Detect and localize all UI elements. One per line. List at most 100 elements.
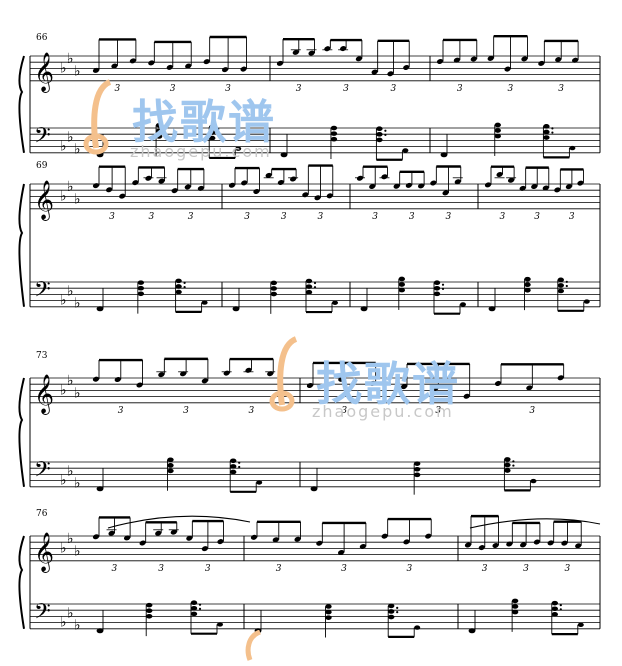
chord-note-head xyxy=(190,600,198,606)
tuplet-number: 3 xyxy=(205,564,211,574)
note-head xyxy=(256,480,263,485)
treble-clef-icon: 𝄞 xyxy=(34,374,54,415)
chord-note-head xyxy=(376,137,383,143)
tuplet-number: 3 xyxy=(343,84,349,94)
note-head xyxy=(96,486,104,492)
tuplet-number: 3 xyxy=(372,212,378,222)
tuplet-number: 3 xyxy=(341,406,347,416)
chord-note-head xyxy=(413,466,421,472)
note-head xyxy=(432,386,439,392)
note-head xyxy=(506,541,513,547)
note-head xyxy=(241,180,248,186)
note-head xyxy=(186,535,193,541)
note-head xyxy=(492,542,499,548)
note-head xyxy=(369,380,376,386)
chord-note-head xyxy=(398,282,405,287)
note-head xyxy=(316,540,323,546)
tuplet-number: 3 xyxy=(406,564,412,574)
chord-note-head xyxy=(504,457,511,462)
flat-icon: ♭ xyxy=(67,531,74,547)
dot xyxy=(565,284,568,288)
bass-clef-icon: 𝄢 xyxy=(34,600,51,630)
brace xyxy=(18,183,25,307)
tuplet-number: 3 xyxy=(435,406,441,416)
dot xyxy=(238,465,241,469)
note-head xyxy=(217,539,224,545)
brace xyxy=(18,377,25,487)
note-head xyxy=(92,67,100,73)
dot xyxy=(396,606,399,609)
note-head xyxy=(332,300,338,305)
chord-note-head xyxy=(230,464,237,469)
note-head xyxy=(96,306,104,312)
note-head xyxy=(326,193,333,199)
chord-note-head xyxy=(270,291,277,297)
tuplet-number: 3 xyxy=(158,564,164,574)
note-head xyxy=(280,152,288,158)
chord-note-head xyxy=(230,458,237,464)
note-head xyxy=(369,183,376,189)
note-head xyxy=(484,182,492,188)
chord-note-head xyxy=(230,469,237,475)
note-head xyxy=(355,56,363,62)
tie-arc xyxy=(107,515,251,529)
note-head xyxy=(197,185,205,191)
chord-note-head xyxy=(511,604,519,609)
note-head xyxy=(555,57,562,63)
tuplet-number: 3 xyxy=(318,212,324,222)
tuplet-number: 3 xyxy=(109,212,115,222)
chord-note-head xyxy=(504,468,511,473)
note-head xyxy=(575,543,582,549)
chord-note-head xyxy=(270,280,277,286)
tuplet-number: 3 xyxy=(508,84,514,94)
note-head xyxy=(442,190,449,196)
flat-icon: ♭ xyxy=(60,139,67,155)
note-head xyxy=(557,375,564,381)
chord-note-head xyxy=(175,284,182,289)
dot xyxy=(183,281,186,284)
staff-system: 𝄞♭♭♭𝄢♭♭♭ xyxy=(18,51,601,158)
chord-note-head xyxy=(433,280,441,285)
note-head xyxy=(92,183,100,189)
note-head xyxy=(571,57,579,63)
measure-number-73: 73 xyxy=(36,351,48,361)
note-head xyxy=(533,539,541,545)
flat-icon: ♭ xyxy=(67,129,74,145)
chord-note-head xyxy=(167,463,174,468)
note-head xyxy=(114,377,121,383)
note-head xyxy=(158,178,165,184)
note-head xyxy=(235,146,242,151)
note-head xyxy=(436,58,444,64)
tuplet-number: 3 xyxy=(114,84,120,94)
note-head xyxy=(530,478,537,484)
note-head xyxy=(292,49,299,55)
staff-system: 𝄞♭♭♭𝄢♭♭♭ xyxy=(18,373,601,492)
bass-clef-icon: 𝄢 xyxy=(34,278,51,308)
chord-note-head xyxy=(330,131,338,136)
flat-icon: ♭ xyxy=(67,51,74,67)
note-head xyxy=(253,188,260,194)
note-head xyxy=(526,385,533,391)
note-head xyxy=(337,549,345,555)
dot xyxy=(183,285,186,289)
note-head xyxy=(360,306,368,312)
note-head xyxy=(201,300,208,305)
score-systems: 𝄞♭♭♭𝄢♭♭♭𝄞♭♭♭𝄢♭♭♭𝄞♭♭♭𝄢♭♭♭𝄞♭♭♭𝄢♭♭♭ xyxy=(18,51,601,634)
chord-note-head xyxy=(433,291,441,297)
chord-note-head xyxy=(167,457,174,463)
tuplet-number: 3 xyxy=(244,212,250,222)
chord-note-head xyxy=(388,603,395,609)
dot xyxy=(396,610,399,614)
chord-note-head xyxy=(551,612,558,617)
dot xyxy=(384,133,387,137)
chord-note-head xyxy=(167,468,174,474)
flat-icon: ♭ xyxy=(60,540,67,556)
chord-note-head xyxy=(330,125,338,131)
note-head xyxy=(170,529,177,535)
note-head xyxy=(577,180,584,186)
chord-note-head xyxy=(305,278,313,284)
chord-note-head xyxy=(388,609,395,614)
note-head xyxy=(119,193,126,199)
chord-note-head xyxy=(551,600,558,606)
note-head xyxy=(132,180,139,186)
